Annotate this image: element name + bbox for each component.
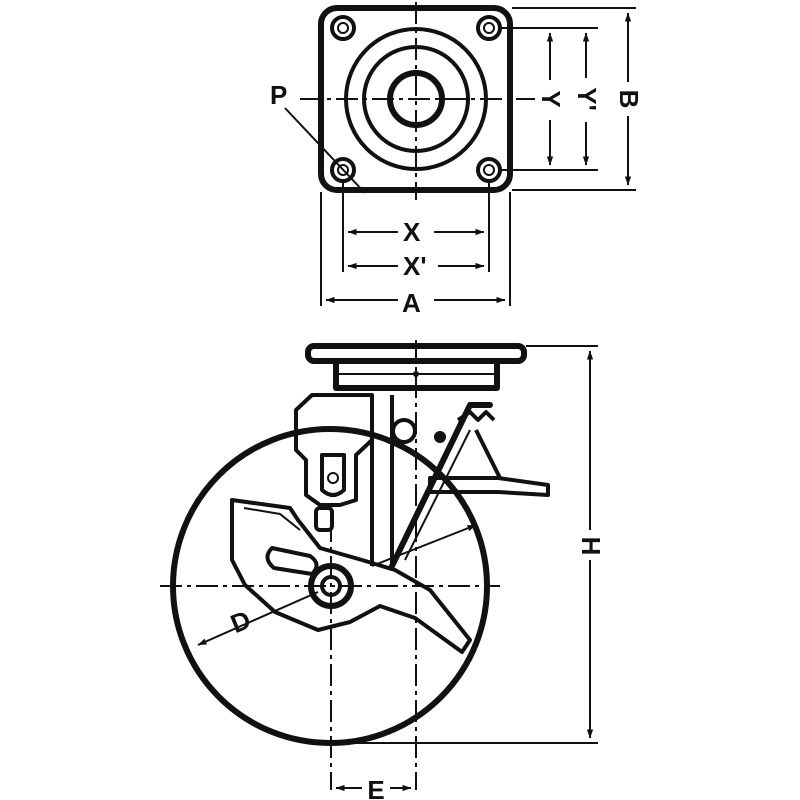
bolt-hole <box>337 22 349 34</box>
fork-front-leg <box>370 395 394 566</box>
b-label: B <box>614 90 644 109</box>
swivel-rivet <box>413 371 419 377</box>
bolt-hole <box>330 157 356 183</box>
fork-side-plate-edge <box>243 507 301 531</box>
x-prime-label: X' <box>403 251 427 281</box>
bolt-dot <box>434 431 446 443</box>
brake-slot-pin <box>327 472 339 484</box>
bolt-hole <box>476 157 502 183</box>
brake-frame <box>294 393 374 507</box>
bolt-small <box>391 418 417 444</box>
pivot-pin <box>314 506 334 532</box>
bolt-hole <box>476 15 502 41</box>
x-label: X <box>403 217 421 247</box>
a-label: A <box>402 288 421 318</box>
brake-spring <box>456 410 496 422</box>
fork-side-plate <box>230 498 472 654</box>
bolt-hole <box>483 164 495 176</box>
brake-slot <box>320 453 346 497</box>
bolt-hole <box>483 22 495 34</box>
side-view: D H E <box>160 340 606 800</box>
side-plate-slot <box>265 546 319 576</box>
h-label: H <box>576 537 606 556</box>
d-dimension-line <box>371 524 477 567</box>
bolt-hole <box>330 15 356 41</box>
d-label: D <box>226 604 255 639</box>
p-leader-line <box>284 107 366 194</box>
brake-lever-link <box>474 429 502 479</box>
e-label: E <box>367 775 384 800</box>
y-label: Y <box>536 90 566 107</box>
top-view: P X X' A Y Y' B <box>270 2 644 318</box>
p-label: P <box>270 80 287 110</box>
fork-rear-arm <box>389 402 493 569</box>
bolt-hole <box>337 164 349 176</box>
y-prime-label: Y' <box>572 87 602 111</box>
d-dimension-line <box>197 591 319 646</box>
